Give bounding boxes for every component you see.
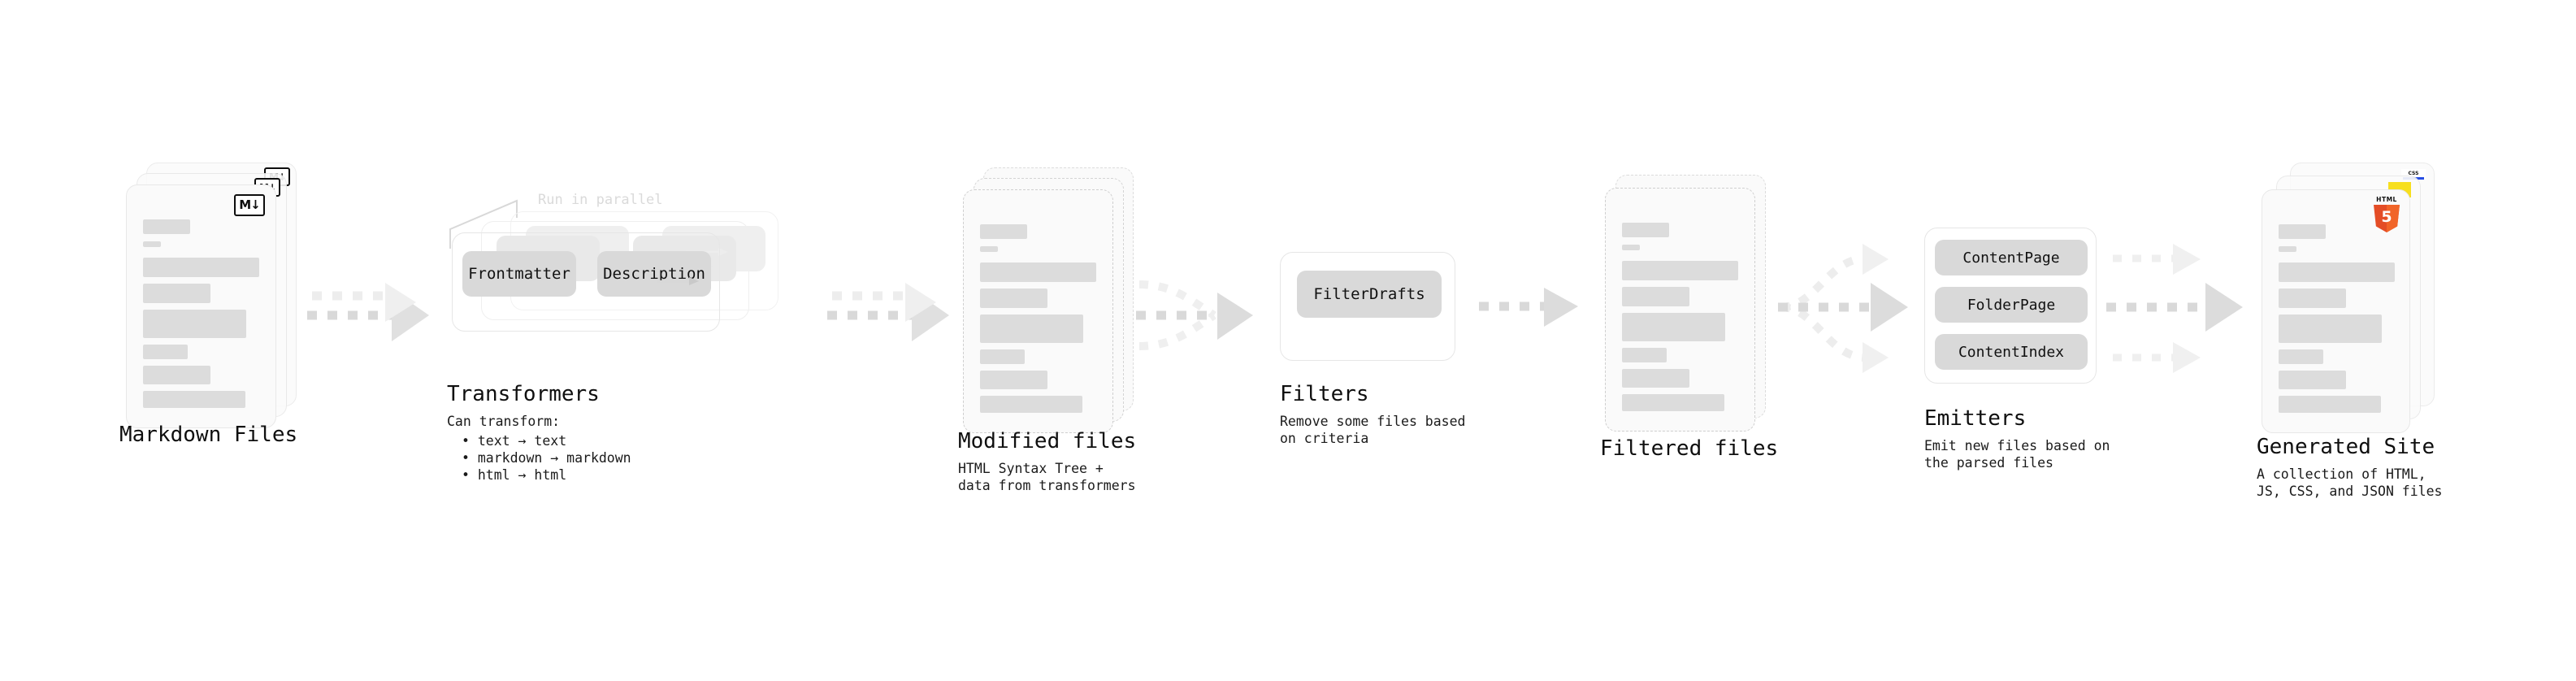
arrow-transformers-to-modified xyxy=(827,276,957,351)
filtered-file-stack xyxy=(1605,175,1776,435)
modified-placeholder-lines xyxy=(980,224,1096,420)
html5-badge-number: 5 xyxy=(2381,208,2392,226)
stage-generated-site: CSS HTML 5 xyxy=(2257,163,2442,499)
chip-contentpage[interactable]: ContentPage xyxy=(1935,240,2088,275)
filtered-sheet-front xyxy=(1605,188,1755,432)
bullet-text: • text → text xyxy=(462,433,567,449)
generated-placeholder-lines xyxy=(2279,224,2395,420)
stage-title-generated-site: Generated Site xyxy=(2257,435,2435,459)
emitters-group-box: ContentPage FolderPage ContentIndex xyxy=(1924,228,2097,384)
emitters-subtitle: Emit new files based on the parsed files xyxy=(1924,438,2110,471)
markdown-placeholder-lines xyxy=(143,219,259,415)
modified-files-subtitle: HTML Syntax Tree + data from transformer… xyxy=(958,461,1136,493)
generated-file-stack: CSS HTML 5 xyxy=(2262,163,2436,433)
html5-badge-label: HTML xyxy=(2376,196,2397,203)
run-in-parallel-bracket xyxy=(448,195,553,249)
stage-filtered-files: Filtered files xyxy=(1600,175,1778,461)
stage-title-filters: Filters xyxy=(1280,382,1369,406)
markdown-sheet-front: M↓ xyxy=(126,184,276,428)
filters-group-box: FilterDrafts xyxy=(1280,252,1455,361)
stage-title-filtered-files: Filtered files xyxy=(1600,436,1779,461)
transformers-subtitle-head: Can transform: xyxy=(447,414,561,429)
chip-description[interactable]: Description xyxy=(597,251,711,297)
chip-contentindex[interactable]: ContentIndex xyxy=(1935,334,2088,370)
modified-sheet-front xyxy=(963,189,1113,433)
bullet-html: • html → html xyxy=(462,467,567,483)
modified-file-stack xyxy=(963,167,1134,433)
arrow-emitters-to-site xyxy=(2106,236,2261,382)
generated-site-subtitle: A collection of HTML, JS, CSS, and JSON … xyxy=(2257,466,2443,499)
run-in-parallel-label: Run in parallel xyxy=(538,192,663,208)
arrow-filters-to-filtered xyxy=(1479,286,1593,335)
markdown-badge-icon: M↓ xyxy=(234,194,265,216)
stage-modified-files: Modified files HTML Syntax Tree + data f… xyxy=(958,167,1136,493)
arrow-modified-to-filters xyxy=(1136,268,1266,362)
css-badge-label: CSS xyxy=(2408,171,2419,176)
transformer-card-front: Frontmatter Description xyxy=(452,232,720,332)
html5-badge-icon: HTML 5 xyxy=(2372,197,2401,232)
stage-title-emitters: Emitters xyxy=(1924,406,2027,431)
chip-folderpage[interactable]: FolderPage xyxy=(1935,287,2088,323)
stage-markdown-files: M↓ M↓ M↓ Markdown Files xyxy=(119,163,297,447)
stage-title-transformers: Transformers xyxy=(447,382,600,406)
transformers-bullets: • text → text • markdown → markdown • ht… xyxy=(462,432,631,484)
stage-title-modified-files: Modified files xyxy=(958,429,1137,453)
markdown-file-stack: M↓ M↓ M↓ xyxy=(126,163,297,428)
transformer-inner-arrow-front xyxy=(657,275,702,288)
filters-subtitle: Remove some files based on criteria xyxy=(1280,414,1466,446)
bullet-markdown: • markdown → markdown xyxy=(462,450,631,466)
generated-sheet-html: HTML 5 xyxy=(2262,189,2410,433)
arrow-filtered-to-emitters xyxy=(1778,236,1924,382)
stage-title-markdown-files: Markdown Files xyxy=(119,423,298,447)
arrow-markdown-to-transformers xyxy=(307,276,437,351)
filtered-placeholder-lines xyxy=(1622,223,1738,419)
chip-filterdrafts[interactable]: FilterDrafts xyxy=(1297,271,1442,318)
html5-shield-light xyxy=(2387,205,2400,232)
chip-frontmatter[interactable]: Frontmatter xyxy=(462,251,576,297)
